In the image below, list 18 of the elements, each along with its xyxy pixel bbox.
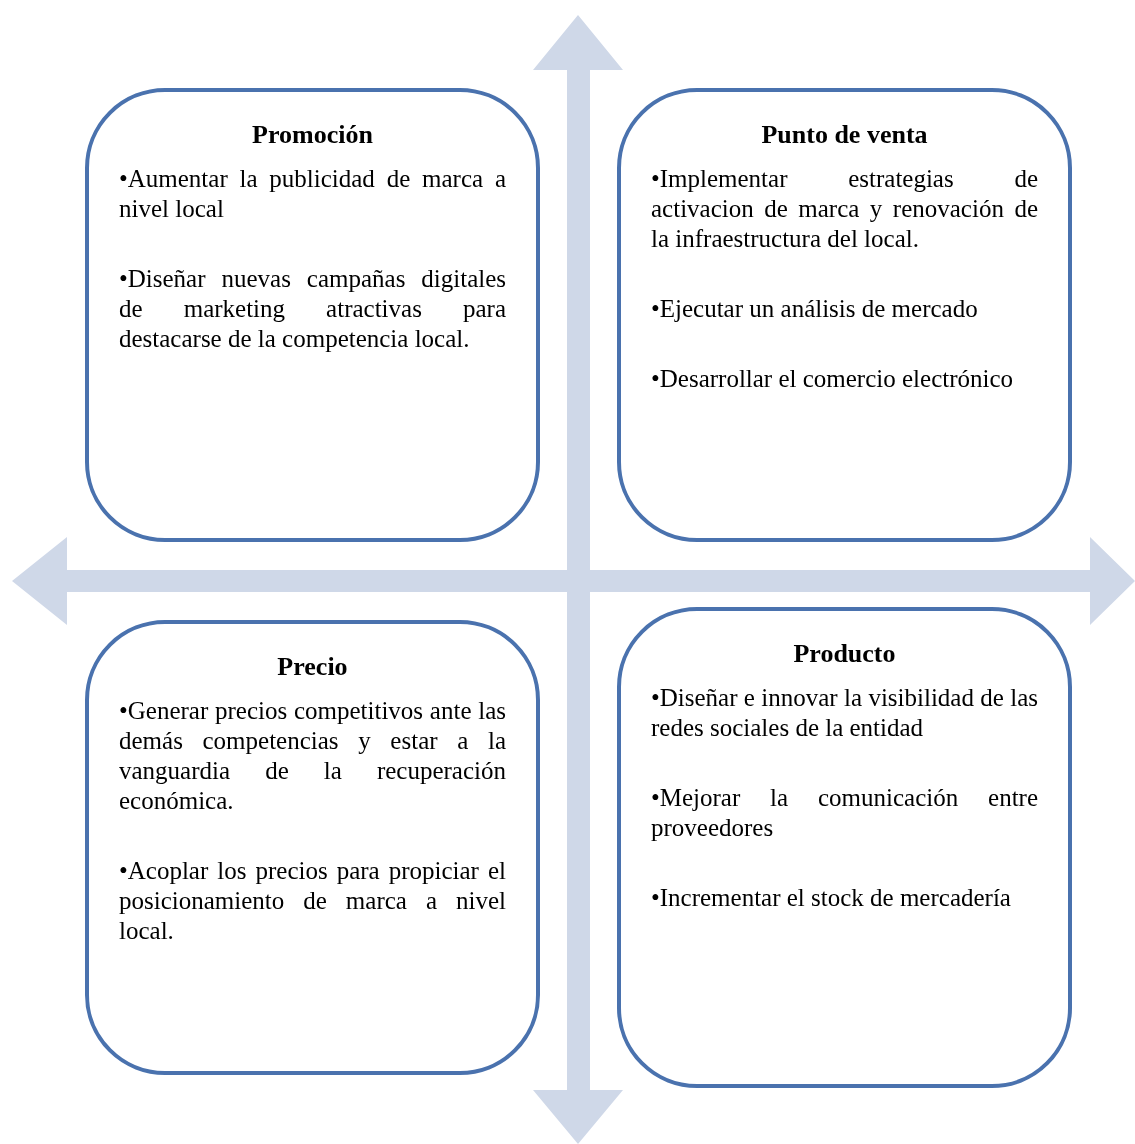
bullet-item: •Mejorar la comunicación entre proveedores — [651, 783, 1038, 843]
bullet-item: •Diseñar e innovar la visibilidad de las redes sociales de la entidad — [651, 683, 1038, 743]
quadrant-box — [85, 88, 540, 542]
quadrant-box — [85, 620, 540, 1075]
bullet-item: •Diseñar nuevas campañas digitales de marketing atractivas para destacarse de la competencia local. — [119, 264, 506, 354]
quadrant-heading: Precio — [276, 652, 349, 682]
quadrant-box — [617, 607, 1072, 1088]
bullet-item: •Ejecutar un análisis de mercado — [651, 294, 979, 324]
quadrant-heading: Punto de venta — [760, 120, 929, 150]
quadrant-heading: Producto — [792, 639, 897, 669]
bullet-item: •Desarrollar el comercio electrónico — [651, 364, 1015, 394]
quadrant-heading: Promoción — [251, 120, 374, 150]
bullet-item: •Generar precios competitivos ante las demás competencias y estar a la vanguardia de la recuperación económica. — [119, 696, 506, 816]
bullet-item: •Implementar estrategias de activacion de marca y renovación de la infraestructura del local. — [651, 164, 1038, 254]
quadrant-box — [617, 88, 1072, 542]
bullet-item: •Aumentar la publicidad de marca a nivel local — [119, 164, 506, 224]
bullet-item: •Incrementar el stock de mercadería — [651, 883, 1012, 913]
bullet-item: •Acoplar los precios para propiciar el posicionamiento de marca a nivel local. — [119, 856, 506, 946]
